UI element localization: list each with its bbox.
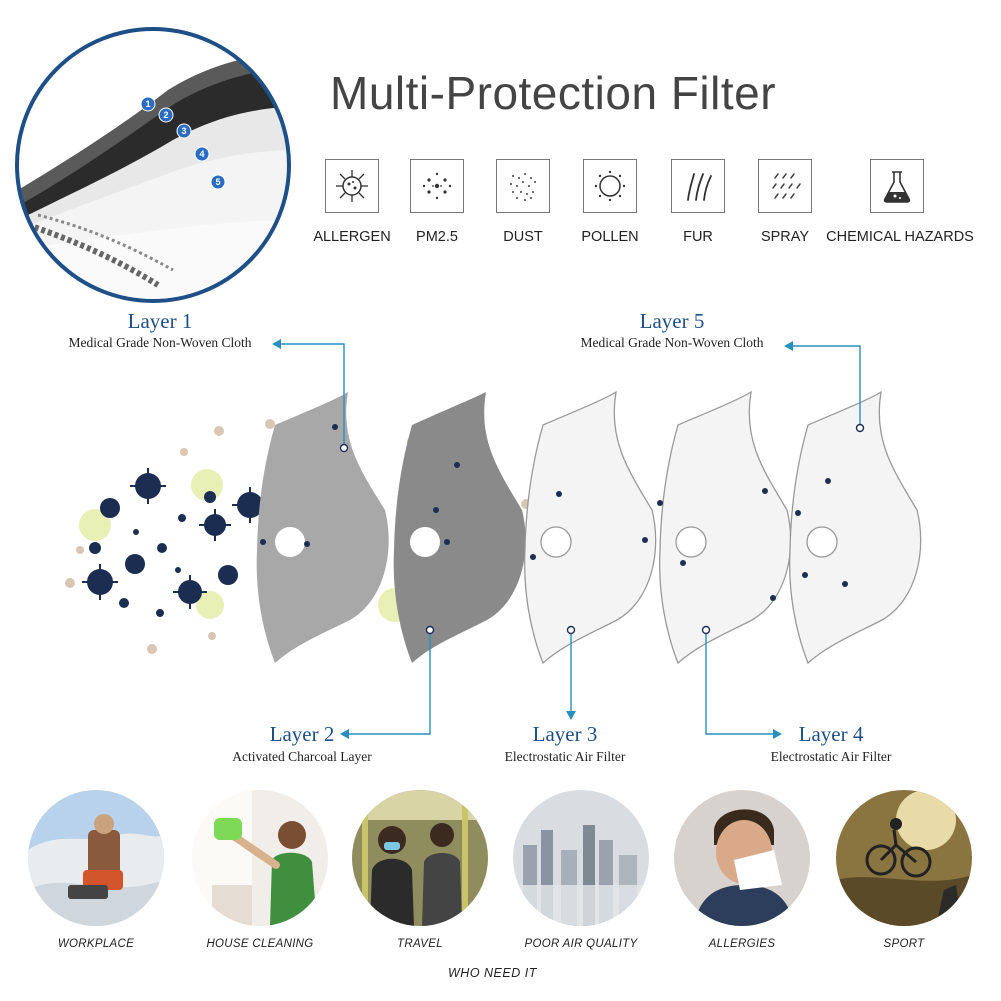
use-label-house-cleaning: HOUSE CLEANING bbox=[206, 938, 314, 950]
filter-layers-diagram bbox=[0, 300, 1001, 780]
mask-layer-3 bbox=[524, 390, 657, 665]
protection-label-spray: SPRAY bbox=[760, 229, 810, 245]
mask-layer-4 bbox=[659, 390, 792, 665]
layer-4-title: Layer 4 bbox=[798, 722, 864, 746]
photo-sport bbox=[836, 790, 972, 926]
layer-2-title: Layer 2 bbox=[269, 722, 335, 746]
use-label-workplace: WORKPLACE bbox=[57, 938, 135, 950]
dust-icon bbox=[496, 159, 550, 213]
callout-4: 4 bbox=[199, 149, 204, 159]
mask-layer-2 bbox=[393, 392, 526, 663]
photo-travel bbox=[352, 790, 488, 926]
pollen-icon bbox=[583, 159, 637, 213]
layer-1-description: Medical Grade Non-Woven Cloth bbox=[68, 335, 252, 350]
layer-5-title: Layer 5 bbox=[639, 309, 705, 333]
protection-label-pm25: PM2.5 bbox=[416, 229, 458, 245]
spray-icon bbox=[758, 159, 812, 213]
layer-4-description: Electrostatic Air Filter bbox=[770, 749, 892, 764]
layer-5-description: Medical Grade Non-Woven Cloth bbox=[580, 335, 764, 350]
photo-allergies bbox=[674, 790, 810, 926]
protection-label-dust: DUST bbox=[503, 229, 543, 245]
particles-icon bbox=[410, 159, 464, 213]
layer-3-title: Layer 3 bbox=[532, 722, 598, 746]
use-label-sport: SPORT bbox=[883, 938, 925, 950]
use-label-poor-air-quality: POOR AIR QUALITY bbox=[524, 938, 638, 950]
protection-label-allergen: ALLERGEN bbox=[313, 229, 391, 245]
callout-3: 3 bbox=[181, 126, 186, 136]
protection-label-chemical-hazards: CHEMICAL HAZARDS bbox=[826, 229, 974, 245]
footer-who-need-it: WHO NEED IT bbox=[448, 966, 537, 980]
callout-5: 5 bbox=[215, 177, 220, 187]
layer-2-description: Activated Charcoal Layer bbox=[232, 749, 372, 764]
layer-detail-circle: 1 2 3 4 5 bbox=[8, 20, 298, 310]
mask-layer-5 bbox=[789, 390, 922, 665]
layer-1-title: Layer 1 bbox=[127, 309, 193, 333]
photo-workplace bbox=[28, 790, 164, 926]
protection-label-fur: FUR bbox=[683, 229, 713, 245]
protection-label-pollen: POLLEN bbox=[581, 229, 639, 245]
mask-layer-1 bbox=[256, 392, 389, 663]
callout-2: 2 bbox=[163, 110, 168, 120]
flask-icon bbox=[870, 159, 924, 213]
fur-icon bbox=[671, 159, 725, 213]
use-label-travel: TRAVEL bbox=[397, 938, 443, 950]
virus-icon bbox=[325, 159, 379, 213]
photo-house-cleaning bbox=[192, 790, 328, 926]
callout-1: 1 bbox=[145, 99, 150, 109]
photo-poor-air-quality bbox=[513, 790, 649, 926]
layer-3-description: Electrostatic Air Filter bbox=[504, 749, 626, 764]
page-title: Multi-Protection Filter bbox=[330, 67, 777, 119]
use-label-allergies: ALLERGIES bbox=[708, 938, 776, 950]
